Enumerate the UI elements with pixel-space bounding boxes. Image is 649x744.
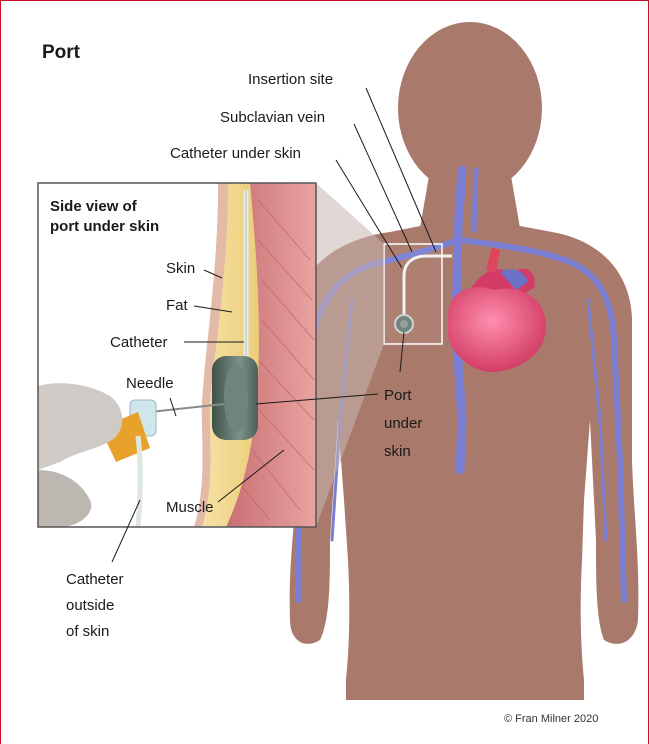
label-fat: Fat (166, 297, 189, 314)
label-insertion-site: Insertion site (248, 71, 333, 88)
label-outside-line1: Catheter (66, 571, 124, 588)
figure-title: Port (42, 42, 81, 63)
label-skin: Skin (166, 260, 195, 277)
label-outside-line2: outside (66, 597, 114, 614)
label-catheter-under-skin: Catheter under skin (170, 145, 301, 162)
label-port-line2: under (384, 415, 422, 432)
label-port-line1: Port (384, 387, 412, 404)
label-outside-line3: of skin (66, 623, 109, 640)
label-port-line3: skin (384, 443, 411, 460)
label-subclavian-vein: Subclavian vein (220, 109, 325, 126)
zoom-region-box (384, 244, 442, 344)
inset-title-line1: Side view of (50, 198, 138, 215)
label-catheter: Catheter (110, 334, 168, 351)
inset-title-line2: port under skin (50, 218, 159, 235)
copyright: © Fran Milner 2020 (504, 713, 598, 725)
label-muscle: Muscle (166, 499, 214, 516)
label-needle: Needle (126, 375, 174, 392)
